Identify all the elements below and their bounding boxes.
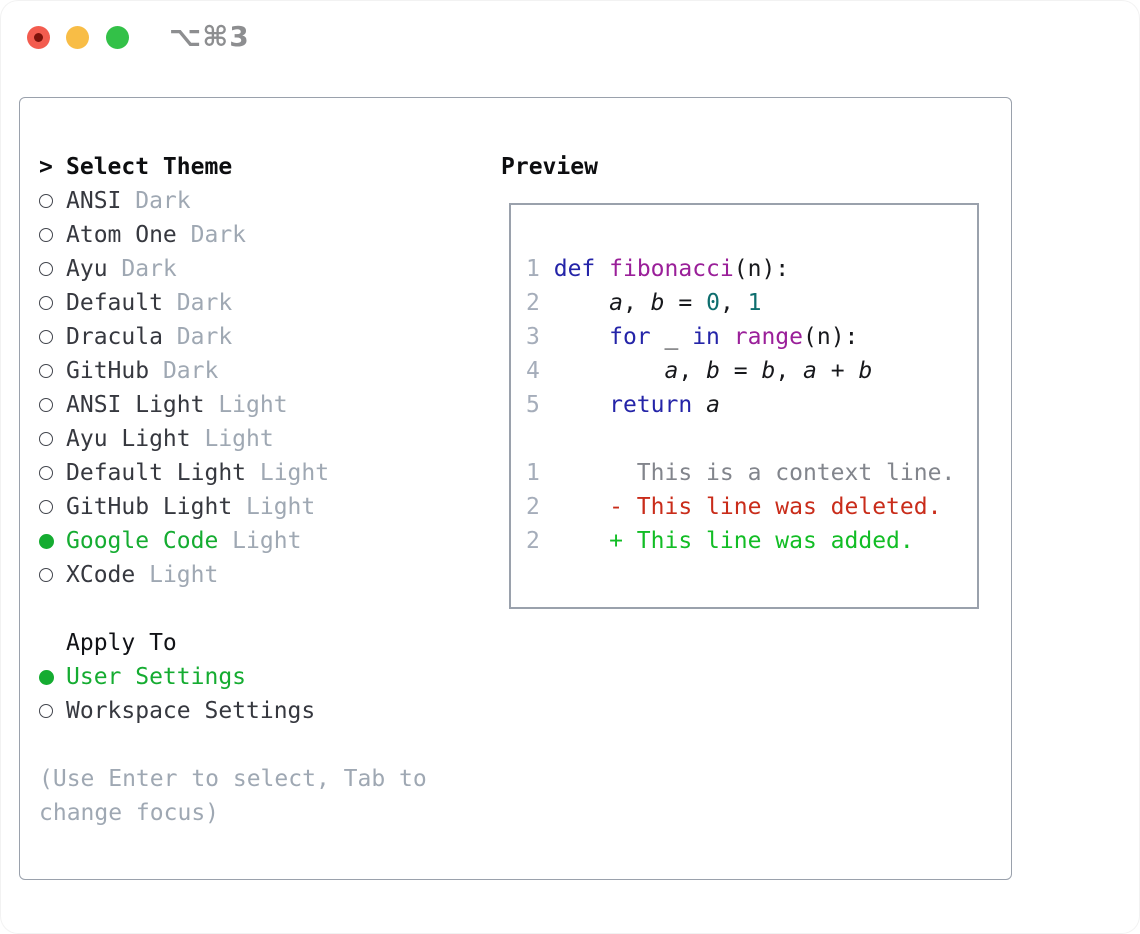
apply-option-label: Workspace Settings bbox=[66, 698, 316, 724]
theme-option-github-light-light[interactable]: GitHub Light Light bbox=[39, 490, 427, 524]
hint-line-1: (Use Enter to select, Tab to bbox=[39, 766, 427, 792]
theme-option-ayu-light-light[interactable]: Ayu Light Light bbox=[39, 422, 427, 456]
theme-option-default-dark[interactable]: Default Dark bbox=[39, 286, 427, 320]
radio-icon bbox=[39, 398, 66, 412]
prompt-marker-icon: > bbox=[39, 154, 53, 180]
apply-to-header: Apply To bbox=[39, 626, 427, 660]
radio-icon bbox=[39, 330, 66, 344]
theme-option-ayu-dark[interactable]: Ayu Dark bbox=[39, 252, 427, 286]
code-line: 3 for _ in range(n): bbox=[526, 324, 859, 350]
radio-icon bbox=[39, 262, 66, 276]
apply-to-title: Apply To bbox=[66, 630, 177, 656]
select-theme-title: Select Theme bbox=[66, 154, 233, 180]
theme-option-google-code-light[interactable]: Google Code Light bbox=[39, 524, 427, 558]
selected-radio-icon bbox=[39, 669, 66, 685]
theme-option-ansi-light-light[interactable]: ANSI Light Light bbox=[39, 388, 427, 422]
diff-line-context: 1 This is a context line. bbox=[526, 460, 956, 486]
apply-option-label: User Settings bbox=[66, 664, 247, 690]
theme-option-label: GitHub Dark bbox=[66, 358, 219, 384]
select-theme-header: > Select Theme bbox=[39, 150, 427, 184]
minimize-button[interactable] bbox=[66, 26, 89, 49]
theme-option-label: ANSI Light Light bbox=[66, 392, 288, 418]
radio-icon bbox=[39, 194, 66, 208]
radio-icon bbox=[39, 296, 66, 310]
radio-icon bbox=[39, 568, 66, 582]
window-title: ⌥⌘3 bbox=[169, 20, 250, 53]
theme-option-dracula-dark[interactable]: Dracula Dark bbox=[39, 320, 427, 354]
code-line: 1 def fibonacci(n): bbox=[526, 256, 790, 282]
theme-option-label: Default Dark bbox=[66, 290, 233, 316]
radio-icon bbox=[39, 704, 66, 718]
titlebar: ⌥⌘3 bbox=[0, 0, 1140, 74]
theme-option-label: GitHub Light Light bbox=[66, 494, 316, 520]
apply-option-workspace-settings[interactable]: Workspace Settings bbox=[39, 694, 427, 728]
theme-option-xcode-light[interactable]: XCode Light bbox=[39, 558, 427, 592]
diff-line-added: 2 + This line was added. bbox=[526, 528, 914, 554]
theme-option-default-light-light[interactable]: Default Light Light bbox=[39, 456, 427, 490]
code-line: 5 return a bbox=[526, 392, 720, 418]
theme-option-github-dark[interactable]: GitHub Dark bbox=[39, 354, 427, 388]
spacer-row bbox=[39, 592, 427, 626]
preview-title: Preview bbox=[501, 154, 598, 180]
theme-option-label: XCode Light bbox=[66, 562, 219, 588]
theme-option-label: Ayu Light Light bbox=[66, 426, 274, 452]
theme-option-ansi-dark[interactable]: ANSI Dark bbox=[39, 184, 427, 218]
hint-line-2: change focus) bbox=[39, 800, 220, 826]
radio-icon bbox=[39, 500, 66, 514]
spacer-row bbox=[39, 728, 427, 762]
zoom-button[interactable] bbox=[106, 26, 129, 49]
theme-option-label: Default Light Light bbox=[66, 460, 330, 486]
radio-icon bbox=[39, 432, 66, 446]
theme-option-label: ANSI Dark bbox=[66, 188, 191, 214]
code-line: 2 a, b = 0, 1 bbox=[526, 290, 762, 316]
theme-option-label: Google Code Light bbox=[66, 528, 302, 554]
radio-icon bbox=[39, 364, 66, 378]
code-preview: 1 def fibonacci(n): 2 a, b = 0, 1 3 for _ … bbox=[511, 205, 977, 558]
diff-line-deleted: 2 - This line was deleted. bbox=[526, 494, 942, 520]
theme-option-label: Ayu Dark bbox=[66, 256, 177, 282]
theme-option-label: Dracula Dark bbox=[66, 324, 233, 350]
theme-option-atom-one-dark[interactable]: Atom One Dark bbox=[39, 218, 427, 252]
code-line: 4 a, b = b, a + b bbox=[526, 358, 873, 384]
apply-option-user-settings[interactable]: User Settings bbox=[39, 660, 427, 694]
close-button[interactable] bbox=[27, 26, 50, 49]
radio-icon bbox=[39, 228, 66, 242]
theme-option-label: Atom One Dark bbox=[66, 222, 247, 248]
radio-icon bbox=[39, 466, 66, 480]
close-dot-icon bbox=[34, 33, 43, 42]
selected-radio-icon bbox=[39, 533, 66, 549]
preview-box: 1 def fibonacci(n): 2 a, b = 0, 1 3 for _ … bbox=[509, 203, 979, 609]
